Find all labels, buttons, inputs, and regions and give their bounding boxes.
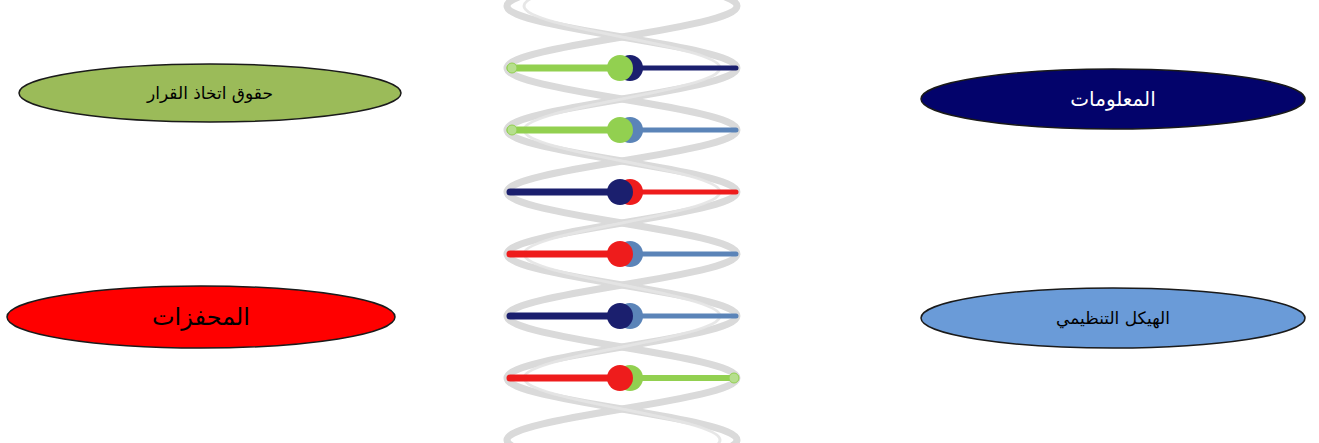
helix-rung bbox=[507, 55, 736, 81]
helix-rung bbox=[510, 179, 736, 205]
ellipse-fill bbox=[19, 64, 401, 122]
ellipse-fill bbox=[7, 286, 395, 348]
ellipse-fill bbox=[921, 288, 1305, 348]
helix-strand bbox=[507, 0, 737, 443]
node-label: حقوق اتخاذ القرار bbox=[147, 83, 273, 103]
ellipse-node: المعلومات bbox=[920, 68, 1306, 130]
ellipse-fill bbox=[921, 69, 1305, 129]
node-label: المعلومات bbox=[1070, 87, 1155, 111]
helix-strand bbox=[507, 0, 737, 443]
ellipse-node: حقوق اتخاذ القرار bbox=[18, 63, 402, 123]
helix-rung bbox=[510, 365, 739, 391]
node-label: المحفزات bbox=[152, 303, 250, 332]
node-label: الهيكل التنظيمي bbox=[1056, 308, 1170, 328]
helix-rung bbox=[510, 303, 736, 329]
ellipse-node: الهيكل التنظيمي bbox=[920, 287, 1306, 349]
ellipse-node: المحفزات bbox=[6, 285, 396, 349]
helix-rung bbox=[507, 117, 736, 143]
helix-rung bbox=[510, 241, 736, 267]
